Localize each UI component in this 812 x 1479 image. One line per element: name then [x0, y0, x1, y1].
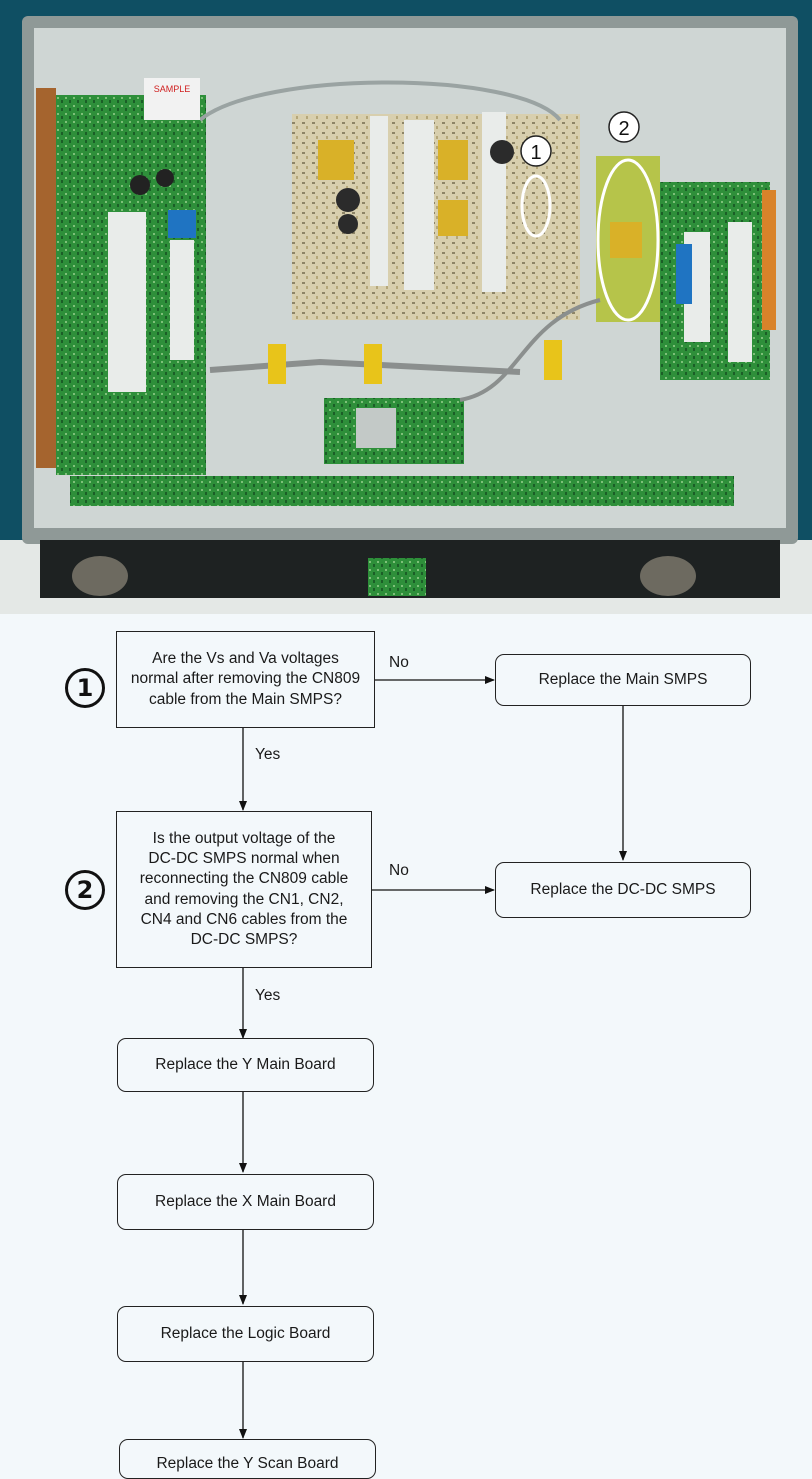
photo-marker-1-label: 1: [530, 142, 541, 164]
photo-marker-2: [608, 111, 640, 143]
right-speaker: [640, 556, 696, 596]
dcdc-highlight: [596, 158, 660, 322]
node-text-line: Replace the Y Main Board: [155, 1055, 336, 1073]
replace-y-main-board: Replace the Y Main Board: [117, 1038, 374, 1092]
node-text: Replace the Y Main Board: [155, 1055, 335, 1075]
troubleshooting-flowchart: 1 2 Are the Vs and Va voltages normal aft…: [0, 614, 812, 1479]
node-text-line: reconnecting the CN809 cable: [139, 870, 349, 888]
photo-marker-1: [520, 135, 552, 167]
node-text: Replace the Y Scan Board: [156, 1454, 338, 1474]
node-text-line: Replace the X Main Board: [155, 1192, 336, 1210]
replace-y-scan-board: Replace the Y Scan Board: [119, 1439, 376, 1479]
node-text-line: Replace the Y Scan Board: [156, 1455, 339, 1472]
replace-x-main-board: Replace the X Main Board: [117, 1174, 374, 1230]
sample-sticker: [144, 78, 200, 120]
x-connector: [762, 190, 776, 330]
node-text-line: Replace the Logic Board: [160, 1324, 331, 1342]
q1-no-label: No: [389, 654, 409, 671]
node-text-line: Are the Vs and Va voltages: [152, 650, 339, 668]
tv-chassis-photo: SAMPLE 1 2: [0, 0, 812, 614]
node-text-line: DC-DC SMPS normal when: [148, 850, 340, 868]
step-marker-2: 2: [65, 870, 105, 910]
node-text-line: DC-DC SMPS?: [190, 930, 298, 948]
photo-marker-2-label: 2: [618, 118, 629, 140]
node-text-line: Replace the DC-DC SMPS: [530, 880, 716, 898]
node-text-line: Replace the Main SMPS: [538, 670, 708, 688]
node-text-line: CN4 and CN6 cables from the: [140, 910, 348, 928]
node-text-line: normal after removing the CN809: [130, 670, 361, 688]
sample-sticker-label: SAMPLE: [154, 84, 191, 94]
node-text-line: cable from the Main SMPS?: [149, 690, 342, 708]
node-text: Are the Vs and Va voltages normal after r…: [131, 649, 360, 709]
replace-logic-board: Replace the Logic Board: [117, 1306, 374, 1362]
step-marker-1: 1: [65, 668, 105, 708]
node-text: Replace the Main SMPS: [539, 670, 708, 690]
node-text: Replace the DC-DC SMPS: [530, 880, 715, 900]
q2-no-label: No: [389, 862, 409, 879]
address-buffer-board: [70, 476, 734, 506]
y-scan-board: [36, 88, 56, 468]
q1-yes-label: Yes: [255, 746, 281, 763]
flow-connectors: [239, 676, 627, 1439]
left-speaker: [72, 556, 128, 596]
q2-yes-label: Yes: [255, 987, 281, 1004]
question-vs-va-voltages: Are the Vs and Va voltages normal after r…: [116, 631, 375, 728]
node-text-line: Is the output voltage of the: [152, 830, 336, 848]
replace-main-smps: Replace the Main SMPS: [495, 654, 751, 706]
replace-dcdc-smps: Replace the DC-DC SMPS: [495, 862, 751, 918]
node-text: Replace the X Main Board: [155, 1192, 336, 1212]
cn809-highlight: [520, 174, 552, 238]
node-text: Replace the Logic Board: [161, 1324, 331, 1344]
node-text-line: and removing the CN1, CN2,: [144, 890, 344, 908]
